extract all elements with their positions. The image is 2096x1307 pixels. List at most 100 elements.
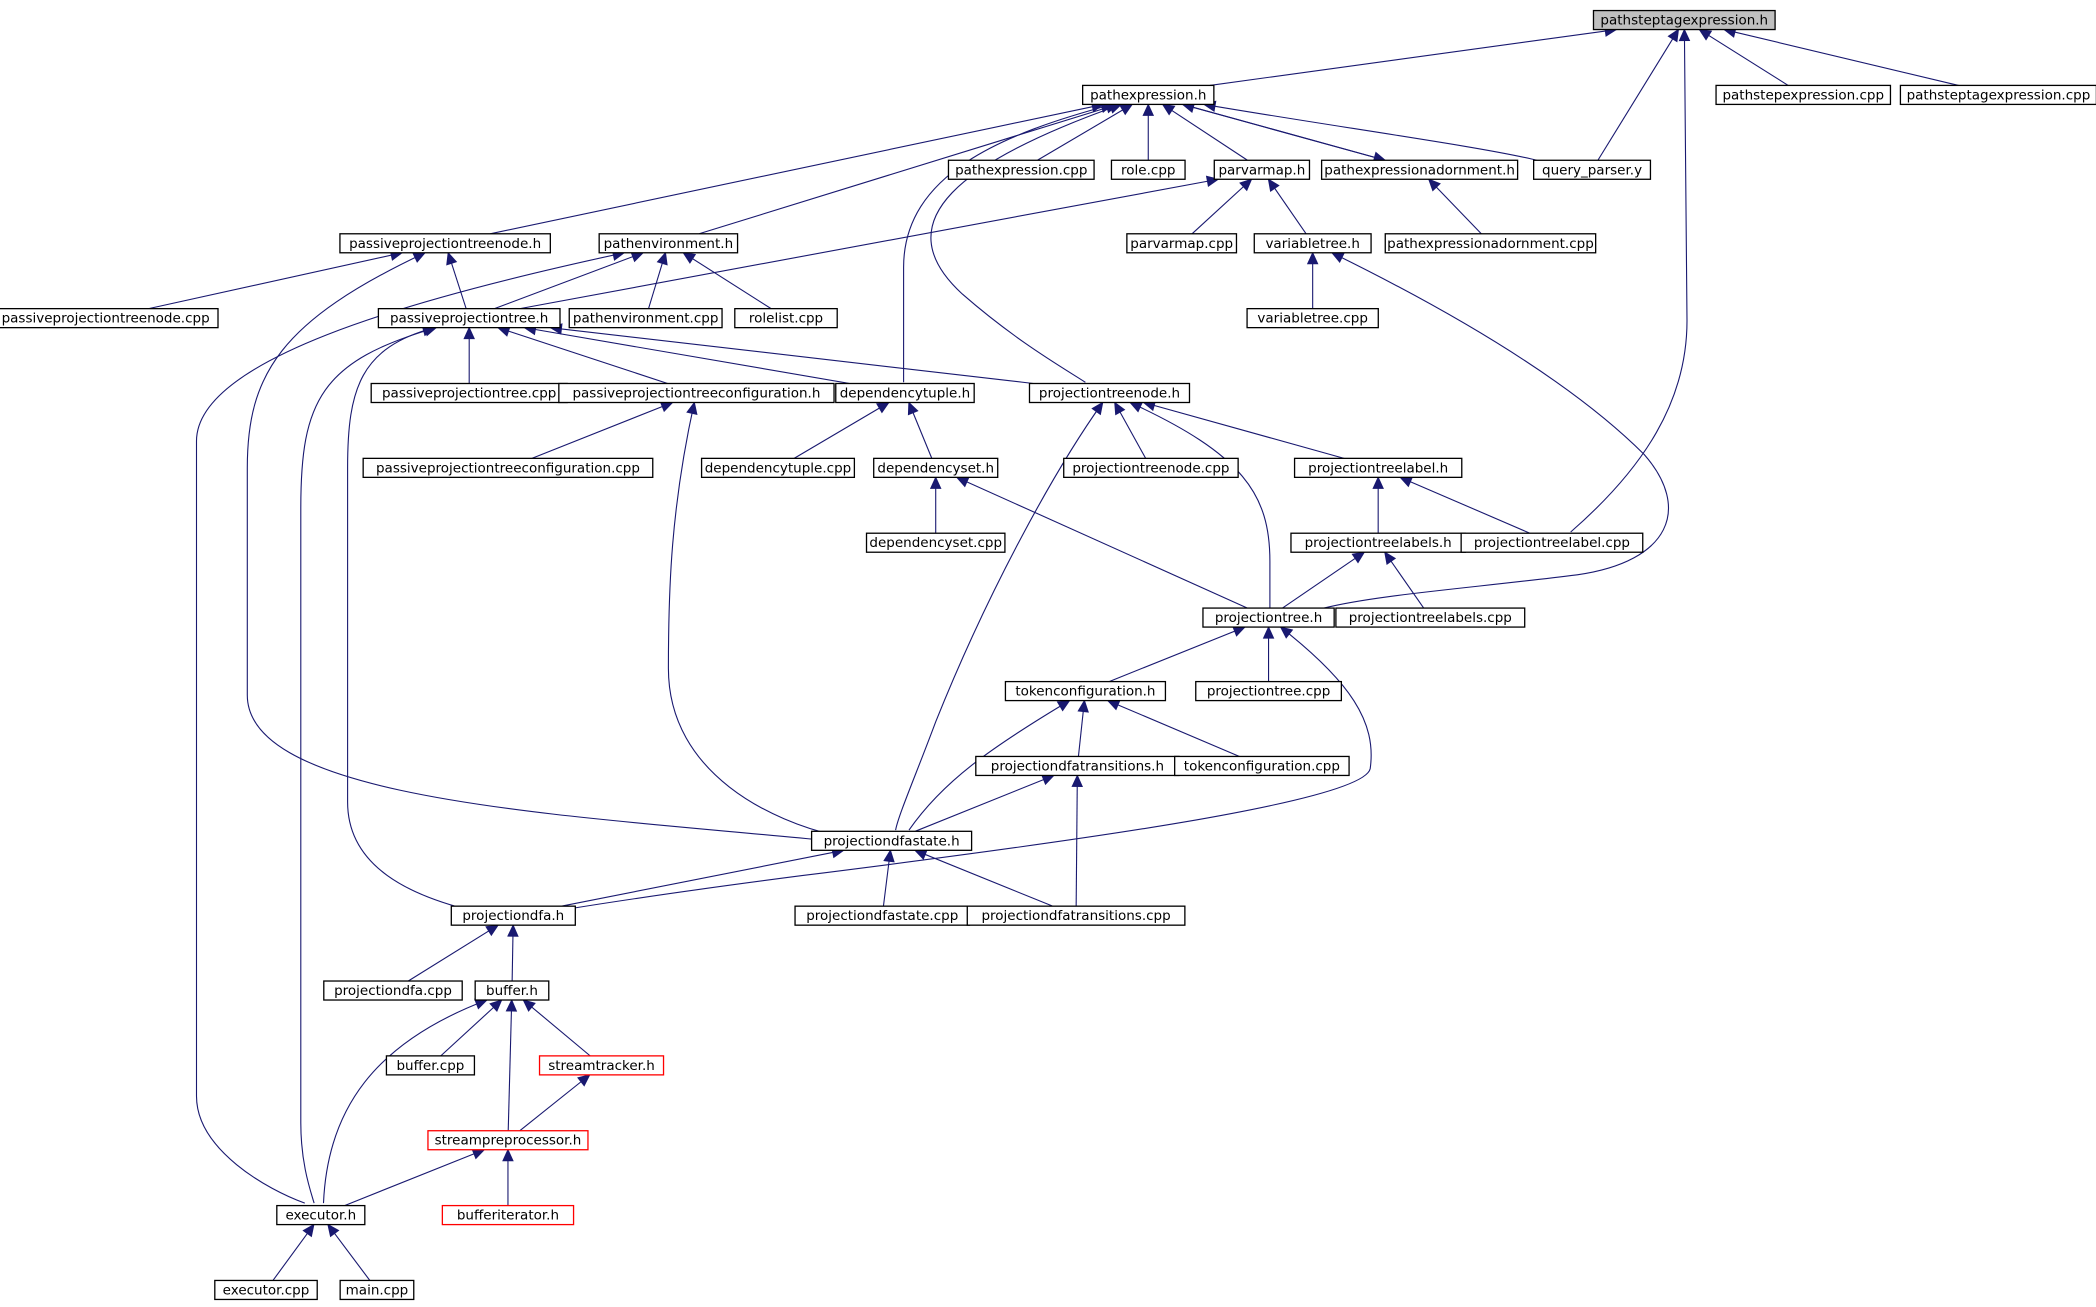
edge-projectiondfastate-h-to-projectiondfatransitions-h [914, 774, 1055, 832]
node-streampreprocessor-h[interactable]: streampreprocessor.h [427, 1130, 589, 1151]
node-passiveprojectiontree-h[interactable]: passiveprojectiontree.h [377, 307, 561, 329]
edge-projectiontree-h-to-variabletree-h [1323, 252, 1670, 609]
edge-parvarmap-h-to-pathexpression-h [1161, 103, 1248, 161]
node-label: projectiondfatransitions.cpp [981, 908, 1170, 924]
arrowhead-icon [1056, 699, 1071, 712]
node-projectiondfatransitions-cpp[interactable]: projectiondfatransitions.cpp [966, 905, 1186, 926]
node-projectiontreelabel-h[interactable]: projectiontreelabel.h [1293, 457, 1463, 479]
node-projectiontreelabels-h[interactable]: projectiontreelabels.h [1290, 532, 1467, 553]
arrowhead-icon [1351, 551, 1366, 564]
node-pathexpressionadornment-h[interactable]: pathexpressionadornment.h [1320, 159, 1519, 180]
edge-passiveprojectiontreeconfiguration-cpp-to-passiveprojectiontreeconfiguration-h [531, 401, 674, 459]
node-box [1460, 532, 1644, 553]
node-passiveprojectiontreenode-cpp[interactable]: passiveprojectiontreenode.cpp [0, 307, 219, 329]
node-box [835, 382, 975, 404]
edge-role-cpp-to-pathexpression-h [1142, 103, 1155, 161]
node-parvarmap-h[interactable]: parvarmap.h [1213, 159, 1311, 180]
node-pathsteptagexpression-h[interactable]: pathsteptagexpression.h [1592, 9, 1776, 31]
node-projectiondfa-h[interactable]: projectiondfa.h [450, 905, 576, 926]
edge-line [698, 103, 1118, 235]
edge-line [561, 849, 844, 907]
node-label: projectiondfa.h [462, 908, 564, 924]
node-passiveprojectiontreeconfiguration-h[interactable]: passiveprojectiontreeconfiguration.h [558, 382, 835, 404]
node-box [598, 233, 739, 254]
node-pathexpressionadornment-cpp[interactable]: pathexpressionadornment.cpp [1384, 233, 1597, 254]
edge-projectiondfa-cpp-to-projectiondfa-h [407, 924, 500, 982]
node-projectiontree-h[interactable]: projectiontree.h [1202, 607, 1335, 628]
edge-line [1204, 103, 1538, 161]
node-dependencyset-cpp[interactable]: dependencyset.cpp [865, 532, 1006, 553]
node-variabletree-cpp[interactable]: variabletree.cpp [1246, 307, 1379, 329]
node-projectiontreelabel-cpp[interactable]: projectiontreelabel.cpp [1460, 532, 1644, 553]
node-projectiondfa-cpp[interactable]: projectiondfa.cpp [323, 980, 463, 1001]
edge-line [524, 327, 850, 385]
node-dependencyset-h[interactable]: dependencyset.h [873, 457, 999, 479]
node-passiveprojectiontreenode-h[interactable]: passiveprojectiontreenode.h [339, 233, 551, 254]
node-pathexpression-cpp[interactable]: pathexpression.cpp [947, 159, 1095, 180]
node-streamtracker-h[interactable]: streamtracker.h [538, 1055, 665, 1076]
node-label: projectiontreelabel.h [1308, 460, 1448, 476]
edge-line [908, 700, 1070, 831]
node-projectiontree-cpp[interactable]: projectiontree.cpp [1195, 680, 1343, 702]
node-box [1320, 159, 1519, 180]
node-role-cpp[interactable]: role.cpp [1110, 159, 1186, 180]
node-passiveprojectiontree-cpp[interactable]: passiveprojectiontree.cpp [370, 382, 568, 404]
node-variabletree-h[interactable]: variabletree.h [1253, 233, 1372, 254]
edge-line [914, 774, 1055, 832]
edge-rolelist-cpp-to-pathenvironment-h [682, 252, 772, 310]
node-box [339, 233, 551, 254]
node-buffer-cpp[interactable]: buffer.cpp [385, 1055, 476, 1076]
node-layer: pathsteptagexpression.h pathexpression.h p… [0, 9, 2096, 1301]
node-query-parser-y[interactable]: query_parser.y [1533, 159, 1652, 180]
edge-dependencytuple-h-to-passiveprojectiontree-h [523, 323, 850, 385]
edge-line [522, 999, 591, 1057]
arrowhead-icon [1239, 178, 1253, 192]
node-pathstepexpression-cpp[interactable]: pathstepexpression.cpp [1715, 84, 1892, 106]
node-pathsteptagexpression-cpp[interactable]: pathsteptagexpression.cpp [1899, 84, 2096, 106]
node-passiveprojectiontreeconfiguration-cpp[interactable]: passiveprojectiontreeconfiguration.cpp [362, 457, 654, 479]
node-projectiondfatransitions-h[interactable]: projectiondfatransitions.h [975, 755, 1180, 777]
node-parvarmap-cpp[interactable]: parvarmap.cpp [1126, 233, 1238, 254]
node-label: parvarmap.h [1218, 162, 1305, 178]
arrowhead-icon [1698, 28, 1713, 41]
node-pathenvironment-cpp[interactable]: pathenvironment.cpp [568, 307, 723, 329]
node-box [450, 905, 576, 926]
node-rolelist-cpp[interactable]: rolelist.cpp [734, 307, 838, 329]
node-buffer-h[interactable]: buffer.h [474, 980, 550, 1001]
edge-passiveprojectiontree-cpp-to-passiveprojectiontree-h [463, 326, 475, 384]
node-label: pathexpressionadornment.cpp [1387, 236, 1594, 252]
node-executor-cpp[interactable]: executor.cpp [214, 1279, 318, 1301]
node-projectiontreenode-h[interactable]: projectiontreenode.h [1028, 382, 1191, 404]
node-tokenconfiguration-h[interactable]: tokenconfiguration.h [1004, 680, 1167, 702]
edge-line [914, 849, 1053, 907]
node-box [558, 382, 835, 404]
node-label: buffer.cpp [396, 1058, 464, 1074]
node-pathenvironment-h[interactable]: pathenvironment.h [598, 233, 739, 254]
node-projectiontreelabels-cpp[interactable]: projectiontreelabels.cpp [1335, 607, 1526, 628]
node-projectiondfastate-h[interactable]: projectiondfastate.h [810, 830, 973, 851]
arrowhead-icon [1142, 103, 1155, 116]
node-box [568, 307, 723, 329]
node-projectiondfastate-cpp[interactable]: projectiondfastate.cpp [794, 905, 971, 926]
node-main-cpp[interactable]: main.cpp [339, 1279, 415, 1301]
edge-projectiontreelabel-h-to-projectiontreenode-h [1142, 400, 1345, 459]
edge-line [195, 252, 625, 1204]
node-dependencytuple-h[interactable]: dependencytuple.h [835, 382, 975, 404]
arrowhead-icon [883, 849, 895, 863]
node-dependencytuple-cpp[interactable]: dependencytuple.cpp [700, 457, 856, 479]
edge-passiveprojectiontree-h-to-passiveprojectiontreenode-h [446, 251, 467, 309]
edge-streampreprocessor-h-to-streamtracker-h [519, 1074, 591, 1132]
node-pathexpression-h[interactable]: pathexpression.h [1082, 84, 1215, 106]
arrowhead-icon [502, 1148, 514, 1162]
edge-projectiondfatransitions-cpp-to-projectiondfastate-h [913, 849, 1053, 907]
node-projectiontreenode-cpp[interactable]: projectiontreenode.cpp [1063, 457, 1239, 479]
edge-tokenconfiguration-h-to-projectiontree-h [1108, 625, 1247, 683]
node-tokenconfiguration-cpp[interactable]: tokenconfiguration.cpp [1174, 755, 1350, 777]
node-box [734, 307, 838, 329]
edge-tokenconfiguration-cpp-to-tokenconfiguration-h [1106, 699, 1240, 757]
node-bufferiterator-h[interactable]: bufferiterator.h [441, 1204, 575, 1226]
node-executor-h[interactable]: executor.h [276, 1204, 366, 1226]
node-label: projectiontreelabels.h [1305, 535, 1452, 551]
edge-line [1182, 103, 1386, 161]
arrowhead-icon [489, 999, 503, 1013]
